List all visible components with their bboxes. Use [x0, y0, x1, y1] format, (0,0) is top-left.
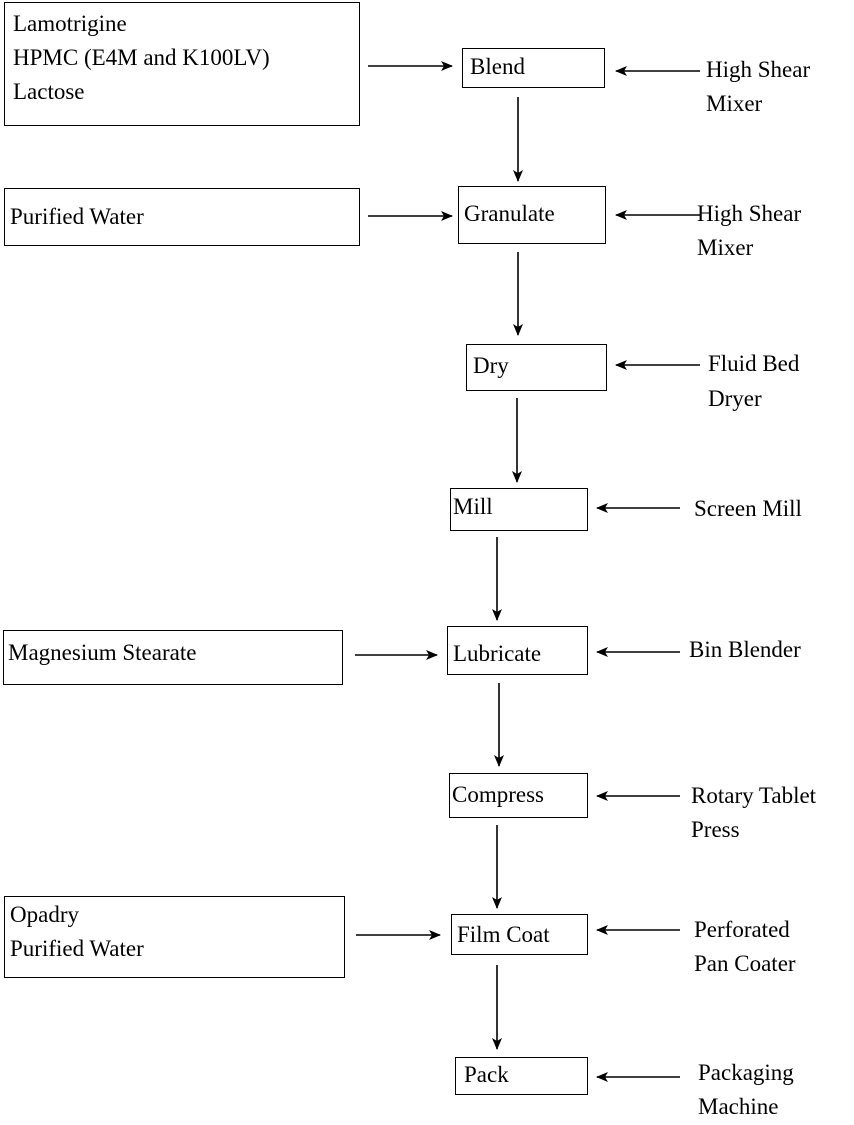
step-film-coat-label: Film Coat [457, 918, 550, 952]
step-lubricate-label: Lubricate [453, 637, 541, 671]
equipment-compress-line-1: Rotary Tablet [691, 779, 816, 813]
input-film-coat-line-2: Purified Water [10, 932, 144, 966]
step-compress-label: Compress [452, 778, 544, 812]
equipment-pack-line-1: Packaging [698, 1056, 794, 1090]
input-blend-line-1: Lamotrigine [13, 7, 127, 41]
equipment-blend-line-2: Mixer [706, 87, 762, 121]
step-pack-label: Pack [464, 1058, 509, 1092]
equipment-mill-line-1: Screen Mill [694, 492, 802, 526]
input-blend-line-3: Lactose [13, 75, 85, 109]
step-blend-label: Blend [470, 50, 525, 84]
equipment-pack-line-2: Machine [698, 1090, 778, 1124]
equipment-film-coat-line-2: Pan Coater [694, 947, 796, 981]
equipment-compress-line-2: Press [691, 813, 740, 847]
step-granulate-label: Granulate [464, 197, 555, 231]
input-lubricate-line-1: Magnesium Stearate [8, 636, 196, 670]
equipment-granulate-line-2: Mixer [697, 231, 753, 265]
equipment-lubricate-line-1: Bin Blender [689, 633, 801, 667]
step-mill-label: Mill [453, 490, 493, 524]
input-blend-line-2: HPMC (E4M and K100LV) [13, 41, 270, 75]
input-film-coat-line-1: Opadry [10, 898, 79, 932]
equipment-dry-line-2: Dryer [708, 382, 762, 416]
equipment-granulate-line-1: High Shear [697, 197, 801, 231]
equipment-blend-line-1: High Shear [706, 53, 810, 87]
step-dry-label: Dry [473, 349, 509, 383]
equipment-film-coat-line-1: Perforated [694, 913, 790, 947]
equipment-dry-line-1: Fluid Bed [708, 347, 799, 381]
input-granulate-line-1: Purified Water [10, 200, 144, 234]
